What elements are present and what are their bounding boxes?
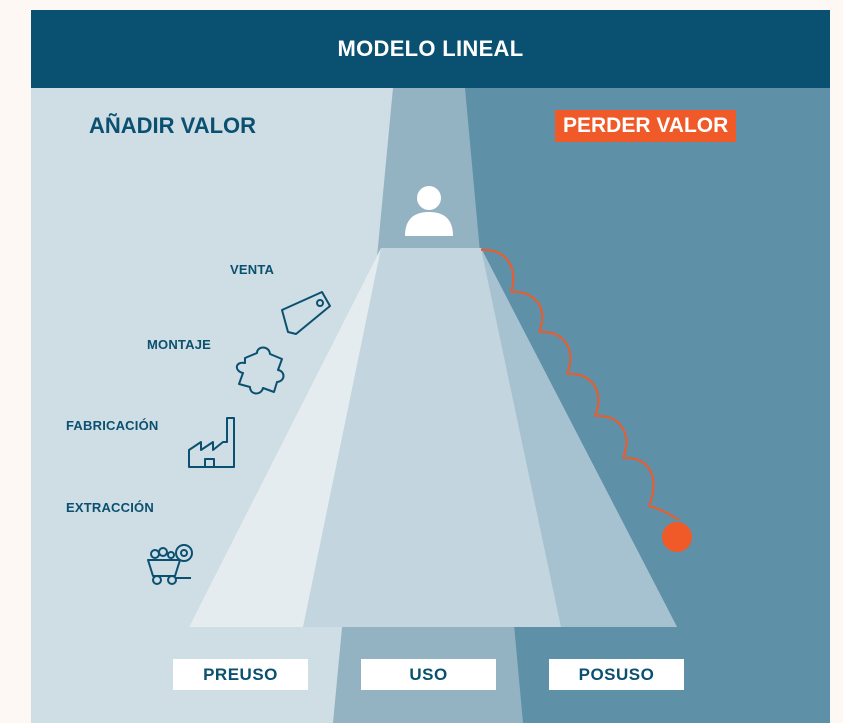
phase-posuso-box: POSUSO	[549, 659, 684, 690]
mining-cart-icon	[147, 544, 193, 585]
diagram-title: MODELO LINEAL	[337, 36, 524, 61]
factory-icon	[188, 417, 235, 468]
person-icon	[405, 186, 453, 236]
price-tag-icon	[281, 291, 331, 335]
stage-venta-label: VENTA	[230, 262, 275, 277]
value-loss-loops	[480, 248, 680, 521]
header: MODELO LINEAL	[31, 10, 830, 88]
pyramid-right-face	[481, 248, 677, 627]
phase-uso-box: USO	[361, 659, 496, 690]
stage-fabricacion-label: FABRICACIÓN	[66, 418, 159, 433]
stage-extraccion-label: EXTRACCIÓN	[66, 500, 154, 515]
value-lost-dot	[662, 522, 692, 552]
puzzle-piece-icon	[235, 346, 285, 395]
lose-value-label: PERDER VALOR	[555, 110, 737, 142]
pyramid-mid	[431, 248, 561, 627]
diagram-frame: MODELO LINEAL AÑADIR VALOR PERDER VALOR …	[31, 10, 830, 723]
stage-montaje-label: MONTAJE	[147, 337, 211, 352]
phase-preuso-box: PREUSO	[173, 659, 308, 690]
add-value-label: AÑADIR VALOR	[89, 113, 257, 138]
